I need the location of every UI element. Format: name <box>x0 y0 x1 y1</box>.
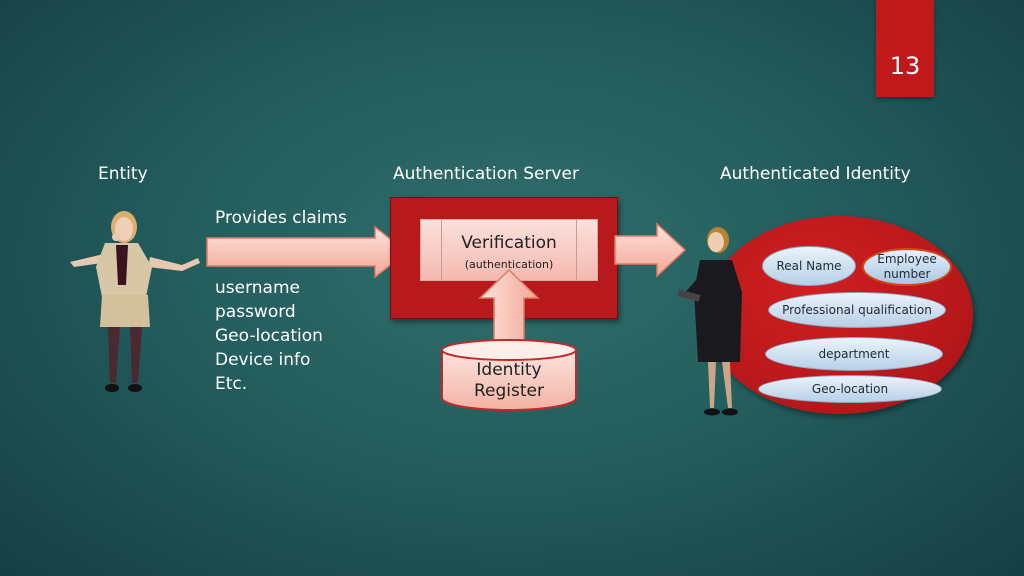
cylinder-shape <box>441 339 577 411</box>
arrow-claims-to-server <box>206 225 409 279</box>
claim-item: Etc. <box>215 374 248 394</box>
register-line2: Register <box>474 381 544 401</box>
verification-title: Verification <box>461 233 557 253</box>
entity-person-figure <box>70 211 200 392</box>
claim-item: Geo-location <box>215 326 323 346</box>
claim-item: username <box>215 278 300 298</box>
attribute-department: department <box>765 337 943 371</box>
identity-register-cylinder: Identity Register <box>440 338 578 412</box>
slide-number-tag: 13 <box>876 0 934 97</box>
heading-authentication-server: Authentication Server <box>393 164 579 184</box>
claims-label: Provides claims <box>215 208 347 228</box>
claim-item: password <box>215 302 296 322</box>
heading-authenticated-identity: Authenticated Identity <box>720 164 911 184</box>
authenticated-person-figure <box>677 227 742 416</box>
attribute-employee-number: Employee number <box>862 248 952 286</box>
attribute-geo-location: Geo-location <box>758 375 942 403</box>
claim-item: Device info <box>215 350 311 370</box>
identity-register-label: Identity Register <box>440 360 578 402</box>
heading-entity: Entity <box>98 164 148 184</box>
register-line1: Identity <box>476 360 542 380</box>
attribute-real-name: Real Name <box>762 246 856 286</box>
attribute-professional-qualification: Professional qualification <box>768 292 946 328</box>
verification-subtitle: (authentication) <box>464 258 554 271</box>
slide-number: 13 <box>889 52 921 80</box>
claims-list: username password Geo-location Device in… <box>215 276 323 396</box>
arrow-server-to-identity <box>614 222 687 278</box>
